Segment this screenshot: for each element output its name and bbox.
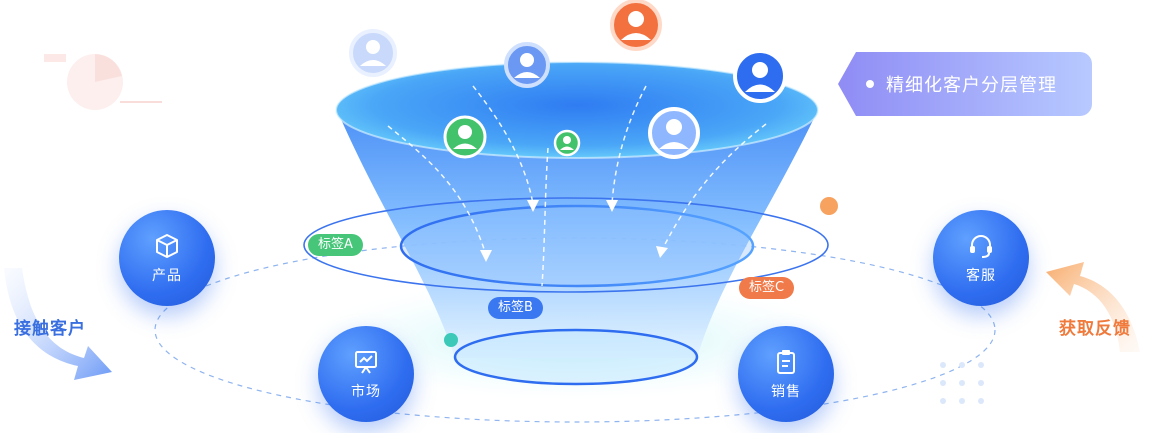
cube-icon (156, 234, 178, 258)
avatar-light-blue (648, 107, 700, 159)
tag-c[interactable]: 标签C (739, 277, 795, 299)
left-swoosh-arrow (4, 268, 112, 380)
middle-ring-outer (303, 197, 829, 293)
banner-refined-management: 精细化客户分层管理 (838, 52, 1092, 116)
teal-sphere (444, 333, 458, 347)
bottom-layer (453, 328, 699, 386)
avatar-blue-small (504, 42, 550, 88)
funnel-body (337, 110, 818, 358)
banner-title: 精细化客户分层管理 (886, 75, 1057, 96)
contact-customer-label: 接触客户 (14, 319, 86, 339)
node-service[interactable]: 客服 (933, 210, 1029, 306)
orange-sphere (820, 197, 838, 215)
node-product-label: 产品 (152, 268, 182, 284)
presentation-icon (355, 351, 377, 374)
node-market[interactable]: 市场 (318, 326, 414, 422)
avatar-green-large (443, 115, 487, 159)
node-product[interactable]: 产品 (119, 210, 215, 306)
avatar-green-small (553, 129, 581, 157)
flow-arrows (387, 85, 767, 287)
middle-layer (399, 204, 755, 288)
avatar-dark-blue (733, 49, 787, 103)
tag-b[interactable]: 标签B (488, 297, 543, 319)
get-feedback-label: 获取反馈 (1059, 319, 1131, 339)
decorative-chart-icon (44, 54, 162, 110)
dot-grid (940, 362, 984, 404)
node-market-label: 市场 (351, 384, 381, 400)
node-sales-label: 销售 (771, 384, 801, 400)
clipboard-icon (777, 350, 795, 374)
right-swoosh-arrow (1046, 262, 1140, 352)
node-service-label: 客服 (966, 268, 996, 284)
avatar-orange (610, 0, 662, 51)
banner-bullet (866, 80, 874, 88)
tag-a[interactable]: 标签A (308, 234, 363, 256)
avatar-pale (349, 29, 397, 77)
headset-icon (970, 235, 992, 258)
node-sales[interactable]: 销售 (738, 326, 834, 422)
arrow-heads (480, 200, 668, 262)
